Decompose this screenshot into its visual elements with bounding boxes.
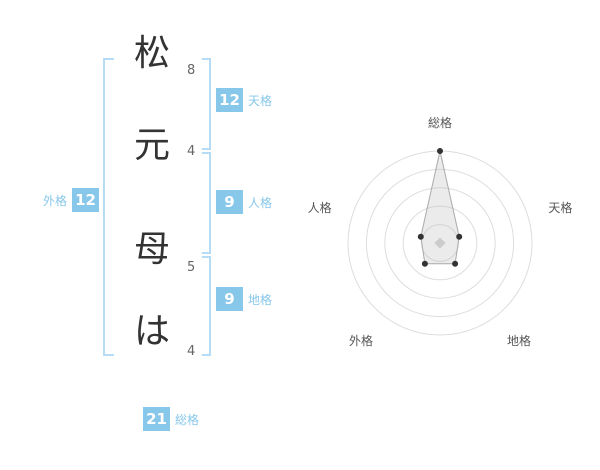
radar-axis-label: 人格 bbox=[308, 200, 332, 215]
stroke-count-1: 8 bbox=[187, 63, 196, 78]
tenkaku-bracket bbox=[202, 58, 211, 150]
radar-point bbox=[421, 260, 428, 267]
chikaku-label: 地格 bbox=[248, 292, 273, 307]
radar-axis-label: 総格 bbox=[428, 115, 452, 130]
stroke-count-4: 4 bbox=[187, 344, 196, 359]
radar-ring bbox=[384, 187, 496, 299]
gaikaku-label: 外格 bbox=[43, 193, 68, 208]
name-char-4: は bbox=[133, 311, 170, 352]
tenkaku-row: 12 天格 bbox=[216, 88, 277, 112]
radar-ring bbox=[365, 168, 515, 318]
stroke-count-2: 4 bbox=[187, 144, 196, 159]
gaikaku-value-badge: 12 bbox=[72, 188, 100, 212]
gaikaku-row: 外格 12 bbox=[43, 188, 100, 212]
tenkaku-value-badge: 12 bbox=[216, 88, 243, 112]
name-char-3: 母 bbox=[133, 229, 170, 270]
radar-point bbox=[456, 233, 463, 240]
chikaku-row: 9 地格 bbox=[216, 287, 277, 311]
jinkaku-bracket bbox=[202, 152, 211, 254]
radar-polygon bbox=[420, 150, 460, 265]
radar-point bbox=[417, 233, 424, 240]
radar-axis-label: 外格 bbox=[349, 333, 373, 348]
radar-ring bbox=[402, 205, 478, 281]
radar-axis-label: 地格 bbox=[507, 333, 531, 348]
soukaku-value-badge: 21 bbox=[143, 407, 170, 431]
tenkaku-label: 天格 bbox=[248, 93, 273, 108]
name-char-1: 松 bbox=[133, 33, 170, 74]
jinkaku-row: 9 人格 bbox=[216, 190, 277, 214]
stroke-count-3: 5 bbox=[187, 260, 196, 275]
soukaku-row: 21 総格 bbox=[143, 407, 204, 431]
jinkaku-value-badge: 9 bbox=[216, 190, 243, 214]
radar-center-marker bbox=[434, 237, 446, 249]
jinkaku-label: 人格 bbox=[248, 195, 273, 210]
chikaku-value-badge: 9 bbox=[216, 287, 243, 311]
radar-point bbox=[452, 260, 459, 267]
chikaku-bracket bbox=[202, 256, 211, 356]
radar-point bbox=[437, 148, 443, 154]
name-char-2: 元 bbox=[133, 125, 170, 166]
radar-axis-label: 天格 bbox=[548, 200, 572, 215]
gaikaku-bracket bbox=[103, 58, 114, 356]
soukaku-label: 総格 bbox=[175, 412, 200, 427]
